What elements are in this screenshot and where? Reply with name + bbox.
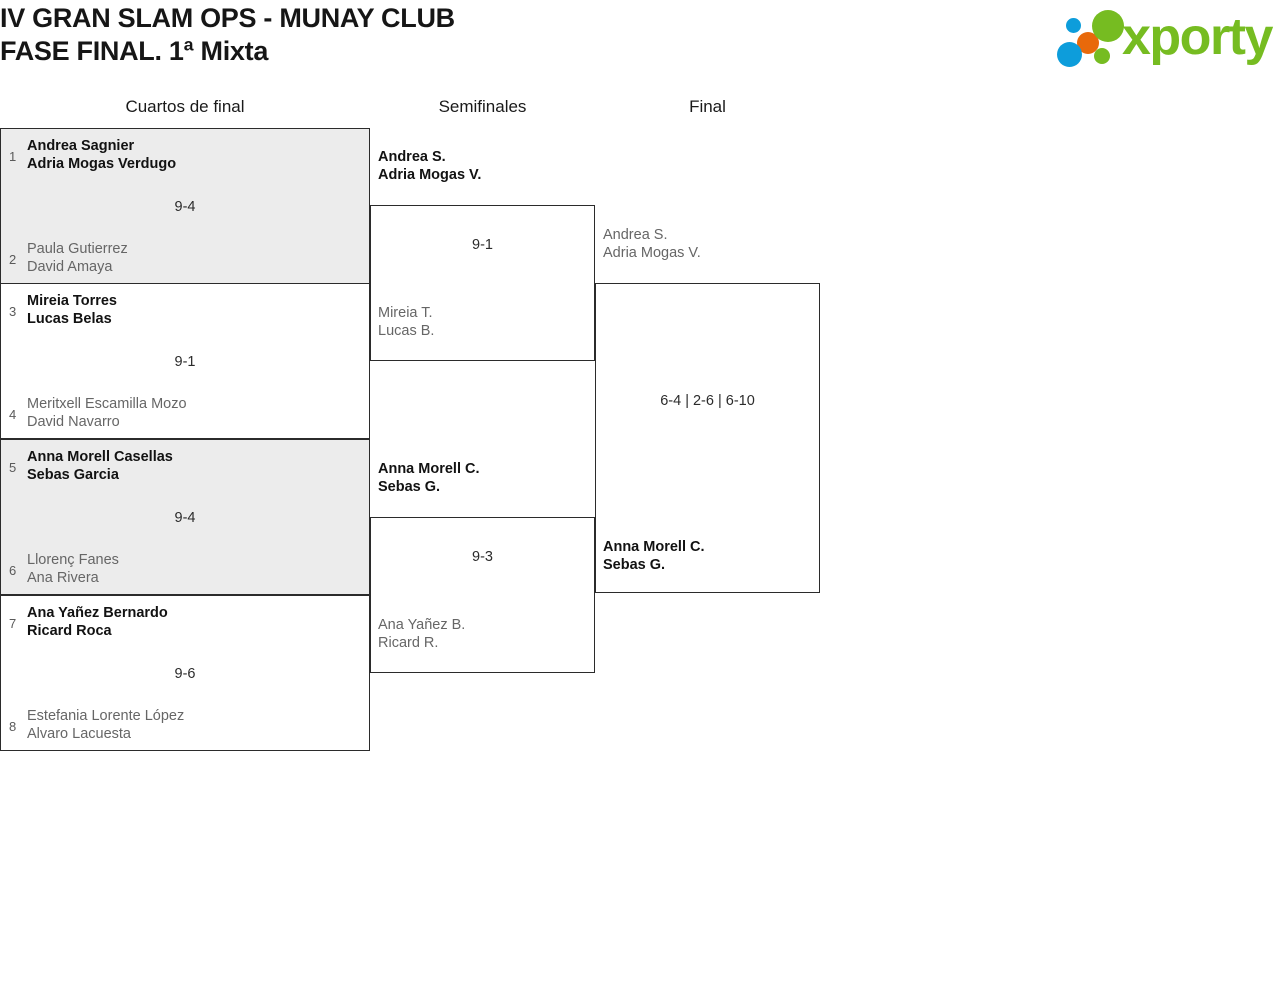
player-name-1: Estefania Lorente López xyxy=(27,708,185,724)
seed-number: 5 xyxy=(9,460,17,475)
logo-dot-green-small xyxy=(1094,48,1110,64)
match-team-top[interactable]: 1 Andrea Sagnier Adria Mogas Verdugo xyxy=(1,137,369,177)
player-name-1: Anna Morell Casellas xyxy=(27,449,173,465)
semifinal-1-team-top[interactable]: Andrea S. Adria Mogas V. xyxy=(370,148,481,184)
player-name-2: Adria Mogas V. xyxy=(378,167,482,183)
player-name-2: Adria Mogas Verdugo xyxy=(27,156,177,172)
player-name-2: Ricard R. xyxy=(378,635,439,651)
match-team-bottom[interactable]: 6 Llorenç Fanes Ana Rivera xyxy=(1,551,369,591)
player-name-2: David Navarro xyxy=(27,414,120,430)
semifinal-1-team-bottom[interactable]: Mireia T. Lucas B. xyxy=(370,304,434,340)
semifinal-2-team-bottom[interactable]: Ana Yañez B. Ricard R. xyxy=(370,616,465,652)
player-name-2: Alvaro Lacuesta xyxy=(27,726,131,742)
seed-number: 6 xyxy=(9,563,17,578)
player-name-2: Lucas B. xyxy=(378,323,435,339)
player-name-1: Anna Morell C. xyxy=(378,461,480,477)
match-final[interactable]: 6-4 | 2-6 | 6-10 xyxy=(595,283,820,593)
player-name-2: Sebas G. xyxy=(603,557,666,573)
logo-dot-blue-large xyxy=(1057,42,1082,67)
match-quarterfinal-1[interactable]: 1 Andrea Sagnier Adria Mogas Verdugo 9-4… xyxy=(0,128,370,284)
player-name-2: David Amaya xyxy=(27,259,113,275)
player-name-1: Llorenç Fanes xyxy=(27,552,119,568)
player-name-1: Anna Morell C. xyxy=(603,539,705,555)
player-name-1: Ana Yañez Bernardo xyxy=(27,605,168,621)
seed-number: 7 xyxy=(9,616,17,631)
player-name-2: Adria Mogas V. xyxy=(603,245,701,261)
player-name-2: Sebas G. xyxy=(378,479,441,495)
player-name-1: Andrea Sagnier xyxy=(27,138,135,154)
match-score: 9-4 xyxy=(174,510,196,526)
player-name-1: Paula Gutierrez xyxy=(27,241,128,257)
logo-dot-orange xyxy=(1077,32,1099,54)
xporty-logo: xporty xyxy=(1054,8,1274,70)
logo-wordmark: xporty xyxy=(1122,8,1273,66)
logo-dot-blue-small xyxy=(1066,18,1081,33)
match-team-bottom[interactable]: 2 Paula Gutierrez David Amaya xyxy=(1,240,369,280)
match-score: 9-4 xyxy=(174,199,196,215)
player-name-1: Ana Yañez B. xyxy=(378,617,466,633)
match-score: 9-1 xyxy=(472,237,493,253)
seed-number: 8 xyxy=(9,719,17,734)
match-score: 9-3 xyxy=(472,549,493,565)
player-name-1: Andrea S. xyxy=(603,227,668,243)
match-quarterfinal-2[interactable]: 3 Mireia Torres Lucas Belas 9-1 4 Meritx… xyxy=(0,283,370,439)
player-name-2: Ricard Roca xyxy=(27,623,112,639)
page-title: IV GRAN SLAM OPS - MUNAY CLUB FASE FINAL… xyxy=(0,3,455,66)
match-score: 9-6 xyxy=(174,666,196,682)
final-team-bottom[interactable]: Anna Morell C. Sebas G. xyxy=(595,538,705,574)
seed-number: 3 xyxy=(9,304,17,319)
player-name-1: Meritxell Escamilla Mozo xyxy=(27,396,187,412)
match-team-bottom[interactable]: 4 Meritxell Escamilla Mozo David Navarro xyxy=(1,395,369,435)
match-semifinal-2[interactable]: 9-3 xyxy=(370,517,595,673)
seed-number: 4 xyxy=(9,407,17,422)
player-name-2: Sebas Garcia xyxy=(27,467,119,483)
logo-dot-green-large xyxy=(1092,10,1124,42)
logo-dots-icon xyxy=(1054,10,1126,68)
player-name-1: Mireia Torres xyxy=(27,293,117,309)
round-header-quarterfinals: Cuartos de final xyxy=(125,97,245,116)
player-name-2: Ana Rivera xyxy=(27,570,99,586)
match-semifinal-1[interactable]: 9-1 xyxy=(370,205,595,361)
semifinal-2-team-top[interactable]: Anna Morell C. Sebas G. xyxy=(370,460,480,496)
final-team-top[interactable]: Andrea S. Adria Mogas V. xyxy=(595,226,701,262)
seed-number: 2 xyxy=(9,252,17,267)
seed-number: 1 xyxy=(9,149,17,164)
match-score: 9-1 xyxy=(174,354,196,370)
match-team-bottom[interactable]: 8 Estefania Lorente López Alvaro Lacuest… xyxy=(1,707,369,747)
match-team-top[interactable]: 5 Anna Morell Casellas Sebas Garcia xyxy=(1,448,369,488)
player-name-2: Lucas Belas xyxy=(27,311,112,327)
player-name-1: Mireia T. xyxy=(378,305,433,321)
match-quarterfinal-4[interactable]: 7 Ana Yañez Bernardo Ricard Roca 9-6 8 E… xyxy=(0,595,370,751)
round-header-final: Final xyxy=(689,97,726,116)
match-quarterfinal-3[interactable]: 5 Anna Morell Casellas Sebas Garcia 9-4 … xyxy=(0,439,370,595)
round-header-semifinals: Semifinales xyxy=(438,97,527,116)
match-team-top[interactable]: 7 Ana Yañez Bernardo Ricard Roca xyxy=(1,604,369,644)
match-score: 6-4 | 2-6 | 6-10 xyxy=(660,393,755,409)
match-team-top[interactable]: 3 Mireia Torres Lucas Belas xyxy=(1,292,369,332)
player-name-1: Andrea S. xyxy=(378,149,446,165)
